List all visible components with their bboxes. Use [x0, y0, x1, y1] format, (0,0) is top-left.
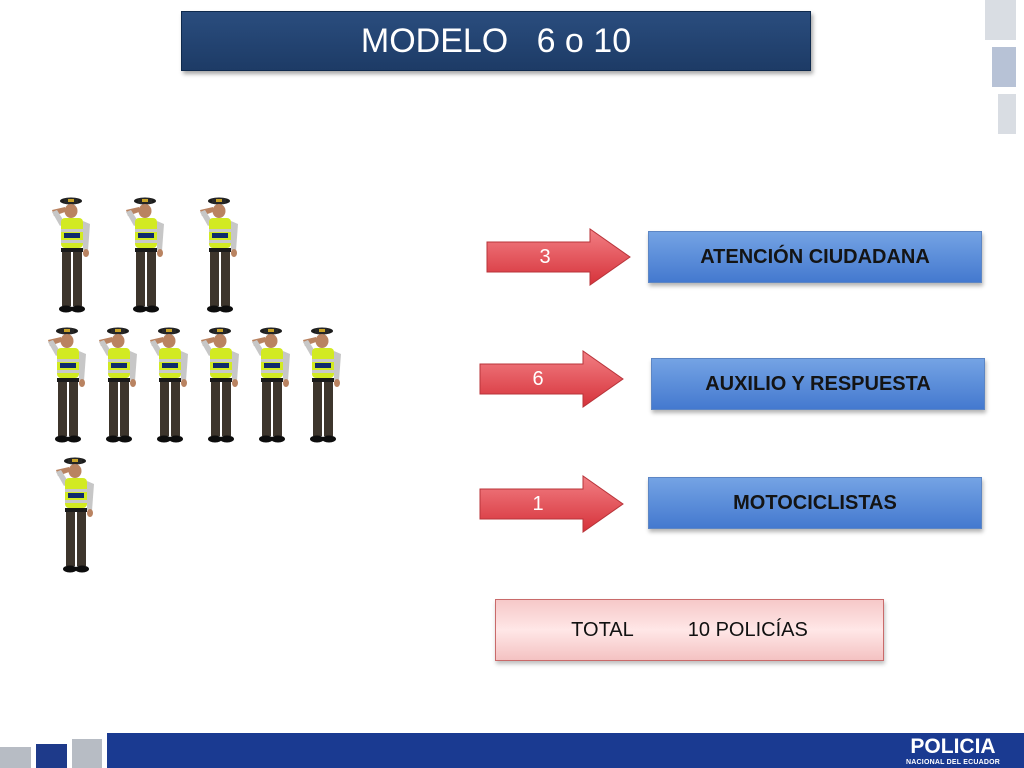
slide-title: MODELO 6 o 10 — [181, 11, 811, 71]
count-label: 1 — [532, 492, 544, 515]
count-label: 6 — [532, 367, 544, 390]
police-officer-icon — [201, 327, 239, 443]
count-arrow: 3 — [486, 228, 634, 286]
decorative-block — [985, 0, 1016, 40]
decorative-block — [0, 747, 31, 768]
police-officer-icon — [303, 327, 341, 443]
police-officer-icon — [150, 327, 188, 443]
unit-auxilio-respuesta: AUXILIO Y RESPUESTA — [651, 358, 985, 410]
brand-subtitle: NACIONAL DEL ECUADOR — [906, 759, 1000, 766]
arrow-right-icon — [486, 228, 631, 286]
count-label: 3 — [539, 245, 551, 268]
brand-name: POLICIA — [910, 735, 996, 758]
count-arrow: 6 — [479, 350, 627, 408]
police-officer-icon — [200, 197, 238, 313]
total-label: TOTAL — [571, 618, 634, 641]
arrow-right-icon — [479, 350, 624, 408]
police-officer-icon — [126, 197, 164, 313]
police-logo: POLICIA NACIONAL DEL ECUADOR — [906, 735, 1000, 767]
police-officer-icon — [99, 327, 137, 443]
total-box: TOTAL 10 POLICÍAS — [495, 599, 884, 661]
decorative-block — [72, 739, 102, 768]
decorative-block — [992, 47, 1016, 87]
police-officer-icon — [52, 197, 90, 313]
count-arrow: 1 — [479, 475, 627, 533]
police-officer-icon — [252, 327, 290, 443]
police-officer-icon — [48, 327, 86, 443]
decorative-block — [998, 94, 1016, 134]
arrow-right-icon — [479, 475, 624, 533]
footer-bar: POLICIA NACIONAL DEL ECUADOR — [107, 733, 1024, 768]
unit-motociclistas: MOTOCICLISTAS — [648, 477, 982, 529]
total-value: 10 POLICÍAS — [687, 618, 808, 641]
police-officer-icon — [56, 457, 94, 573]
decorative-block — [36, 744, 67, 768]
unit-atencion-ciudadana: ATENCIÓN CIUDADANA — [648, 231, 982, 283]
